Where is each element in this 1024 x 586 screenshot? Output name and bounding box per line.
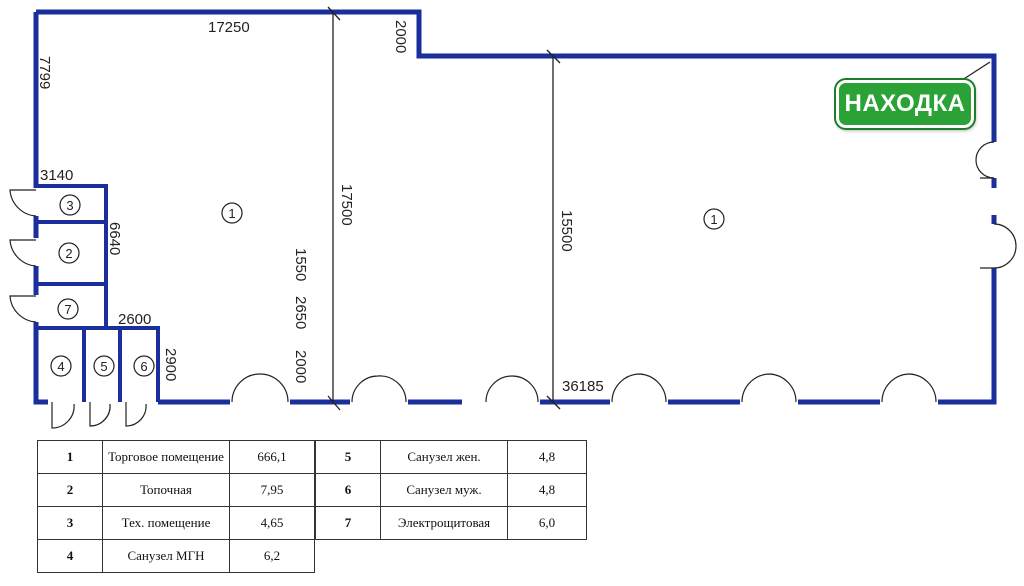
outer-walls xyxy=(33,9,997,405)
room-name: Электрощитовая xyxy=(380,506,508,540)
room-marker: 5 xyxy=(100,359,107,374)
room-area: 6,0 xyxy=(507,506,587,540)
dim-bath-height: 2900 xyxy=(162,348,179,381)
room-markers xyxy=(50,194,725,377)
service-rooms xyxy=(36,184,160,402)
room-marker: 4 xyxy=(57,359,64,374)
room-marker: 1 xyxy=(710,212,717,227)
room-number: 6 xyxy=(315,473,381,507)
dim-left-height: 7799 xyxy=(36,56,53,89)
dimension-lines xyxy=(327,6,991,411)
table-row: 7 Электрощитовая 6,0 xyxy=(315,506,587,540)
room-number: 5 xyxy=(315,440,381,474)
dim-mid-height: 17500 xyxy=(338,184,355,226)
door-swings xyxy=(9,141,1017,429)
room-area: 4,8 xyxy=(507,473,587,507)
dim-total-width: 36185 xyxy=(562,378,604,395)
room-number: 1 xyxy=(37,440,103,474)
room-name: Тех. помещение xyxy=(102,506,230,540)
room-marker: 6 xyxy=(140,359,147,374)
table-row: 4 Санузел МГН 6,2 xyxy=(37,539,315,573)
room-name: Санузел жен. xyxy=(380,440,508,474)
room-marker: 7 xyxy=(64,302,71,317)
table-row: 2 Топочная 7,95 xyxy=(37,473,315,507)
room-number: 3 xyxy=(37,506,103,540)
dim-door-3: 2000 xyxy=(292,350,309,383)
room-name: Санузел муж. xyxy=(380,473,508,507)
table-row: 6 Санузел муж. 4,8 xyxy=(315,473,587,507)
room-area: 4,65 xyxy=(229,506,315,540)
dim-bath-width: 2600 xyxy=(118,311,151,328)
room-area: 7,95 xyxy=(229,473,315,507)
table-row: 3 Тех. помещение 4,65 xyxy=(37,506,315,540)
room-name: Санузел МГН xyxy=(102,539,230,573)
room-number: 4 xyxy=(37,539,103,573)
room-number: 7 xyxy=(315,506,381,540)
room-marker: 2 xyxy=(65,246,72,261)
dim-small-width: 3140 xyxy=(40,167,73,184)
legend-table-left: 1 Торговое помещение 666,1 2 Топочная 7,… xyxy=(37,440,315,573)
nakhodka-logo: НАХОДКА xyxy=(836,80,974,128)
dim-door-1: 1550 xyxy=(292,248,309,281)
dim-step: 2000 xyxy=(392,20,409,53)
room-marker: 3 xyxy=(66,198,73,213)
table-row: 5 Санузел жен. 4,8 xyxy=(315,440,587,474)
room-marker: 1 xyxy=(228,206,235,221)
room-area: 6,2 xyxy=(229,539,315,573)
dimension-labels: 17250 2000 7799 3140 6640 2600 2900 1750… xyxy=(36,19,604,395)
legend-table-right: 5 Санузел жен. 4,8 6 Санузел муж. 4,8 7 … xyxy=(315,440,587,540)
table-row: 1 Торговое помещение 666,1 xyxy=(37,440,315,474)
dim-door-2: 2650 xyxy=(292,296,309,329)
dim-small-height: 6640 xyxy=(106,222,123,255)
room-area: 666,1 xyxy=(229,440,315,474)
room-name: Топочная xyxy=(102,473,230,507)
room-number: 2 xyxy=(37,473,103,507)
room-marker-labels: 1 1 3 2 7 4 5 6 xyxy=(57,198,717,374)
dim-right-height: 15500 xyxy=(558,210,575,252)
room-area: 4,8 xyxy=(507,440,587,474)
dim-top-width: 17250 xyxy=(208,19,250,36)
room-name: Торговое помещение xyxy=(102,440,230,474)
